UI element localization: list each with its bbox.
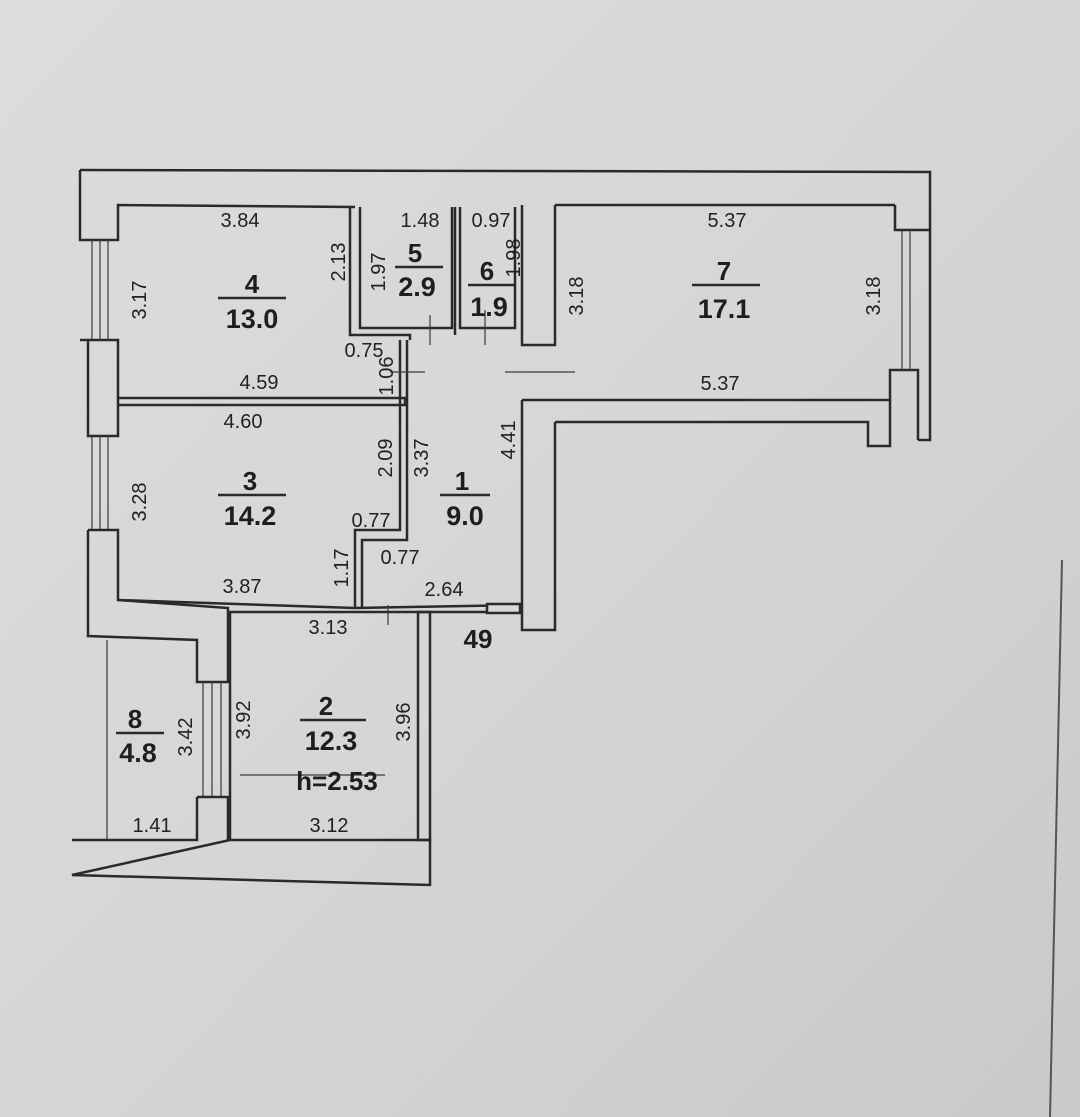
walls [71,168,932,887]
dim-label: 2.64 [425,579,464,601]
dim-label: 0.77 [381,547,420,569]
room-6: 6 1.9 [468,256,515,322]
room-8: 8 4.8 [116,704,164,768]
room-3: 3 14.2 [218,466,286,531]
room-number: 1 [455,466,469,496]
room-area: 1.9 [470,292,508,322]
room-area: 12.3 [305,726,358,756]
dim-label: 1.41 [133,815,172,837]
dim-label: 0.97 [472,210,511,232]
dim-label: 3.18 [863,277,885,316]
room-5: 5 2.9 [395,238,443,302]
room-number: 6 [480,256,494,286]
dim-label: 1.17 [331,549,353,588]
dim-label: 5.37 [701,373,740,395]
room-2: 2 12.3 h=2.53 [296,691,378,796]
dim-label: 1.48 [401,210,440,232]
dim-label: 3.96 [393,703,415,742]
dim-label: 4.41 [498,421,520,460]
dim-label: 3.92 [233,701,255,740]
room-4: 4 13.0 [218,269,286,334]
dim-label: 3.84 [221,210,260,232]
dim-label: 0.75 [345,340,384,362]
dim-label: 0.77 [352,510,391,532]
dimensions: 3.84 1.48 0.97 5.37 0.75 4.59 5.37 4.60 … [129,210,885,837]
room-area: 4.8 [119,738,157,768]
dim-label: 5.37 [708,210,747,232]
room-7: 7 17.1 [692,256,760,324]
room-number: 5 [408,238,422,268]
room-area: 17.1 [698,294,751,324]
dim-label: 3.28 [129,483,151,522]
dim-label: 3.37 [411,439,433,478]
dim-label: 3.17 [129,281,151,320]
apartment-number: 49 [464,624,493,654]
paper-edge [1049,559,1063,1117]
room-area: 2.9 [398,272,436,302]
dim-label: 2.09 [375,439,397,478]
room-number: 7 [717,256,731,286]
dim-label: 3.87 [223,576,262,598]
room-number: 8 [128,704,142,734]
dim-label: 3.12 [310,815,349,837]
room-1: 1 9.0 [440,466,490,531]
room-number: 2 [319,691,333,721]
dim-label: 4.60 [224,411,263,433]
room-number: 4 [245,269,260,299]
room-number: 3 [243,466,257,496]
room-area: 13.0 [226,304,279,334]
dim-label: 3.42 [175,718,197,757]
dim-label: 2.13 [328,243,350,282]
room-area: 14.2 [224,501,277,531]
dim-label: 4.59 [240,372,279,394]
dim-label: 1.06 [376,357,398,396]
dim-label: 3.18 [566,277,588,316]
room-area: 9.0 [446,501,484,531]
dim-label: 1.97 [368,253,390,292]
dim-label: 1.98 [503,239,525,278]
dim-label: 3.13 [309,617,348,639]
ceiling-height: h=2.53 [296,766,378,796]
